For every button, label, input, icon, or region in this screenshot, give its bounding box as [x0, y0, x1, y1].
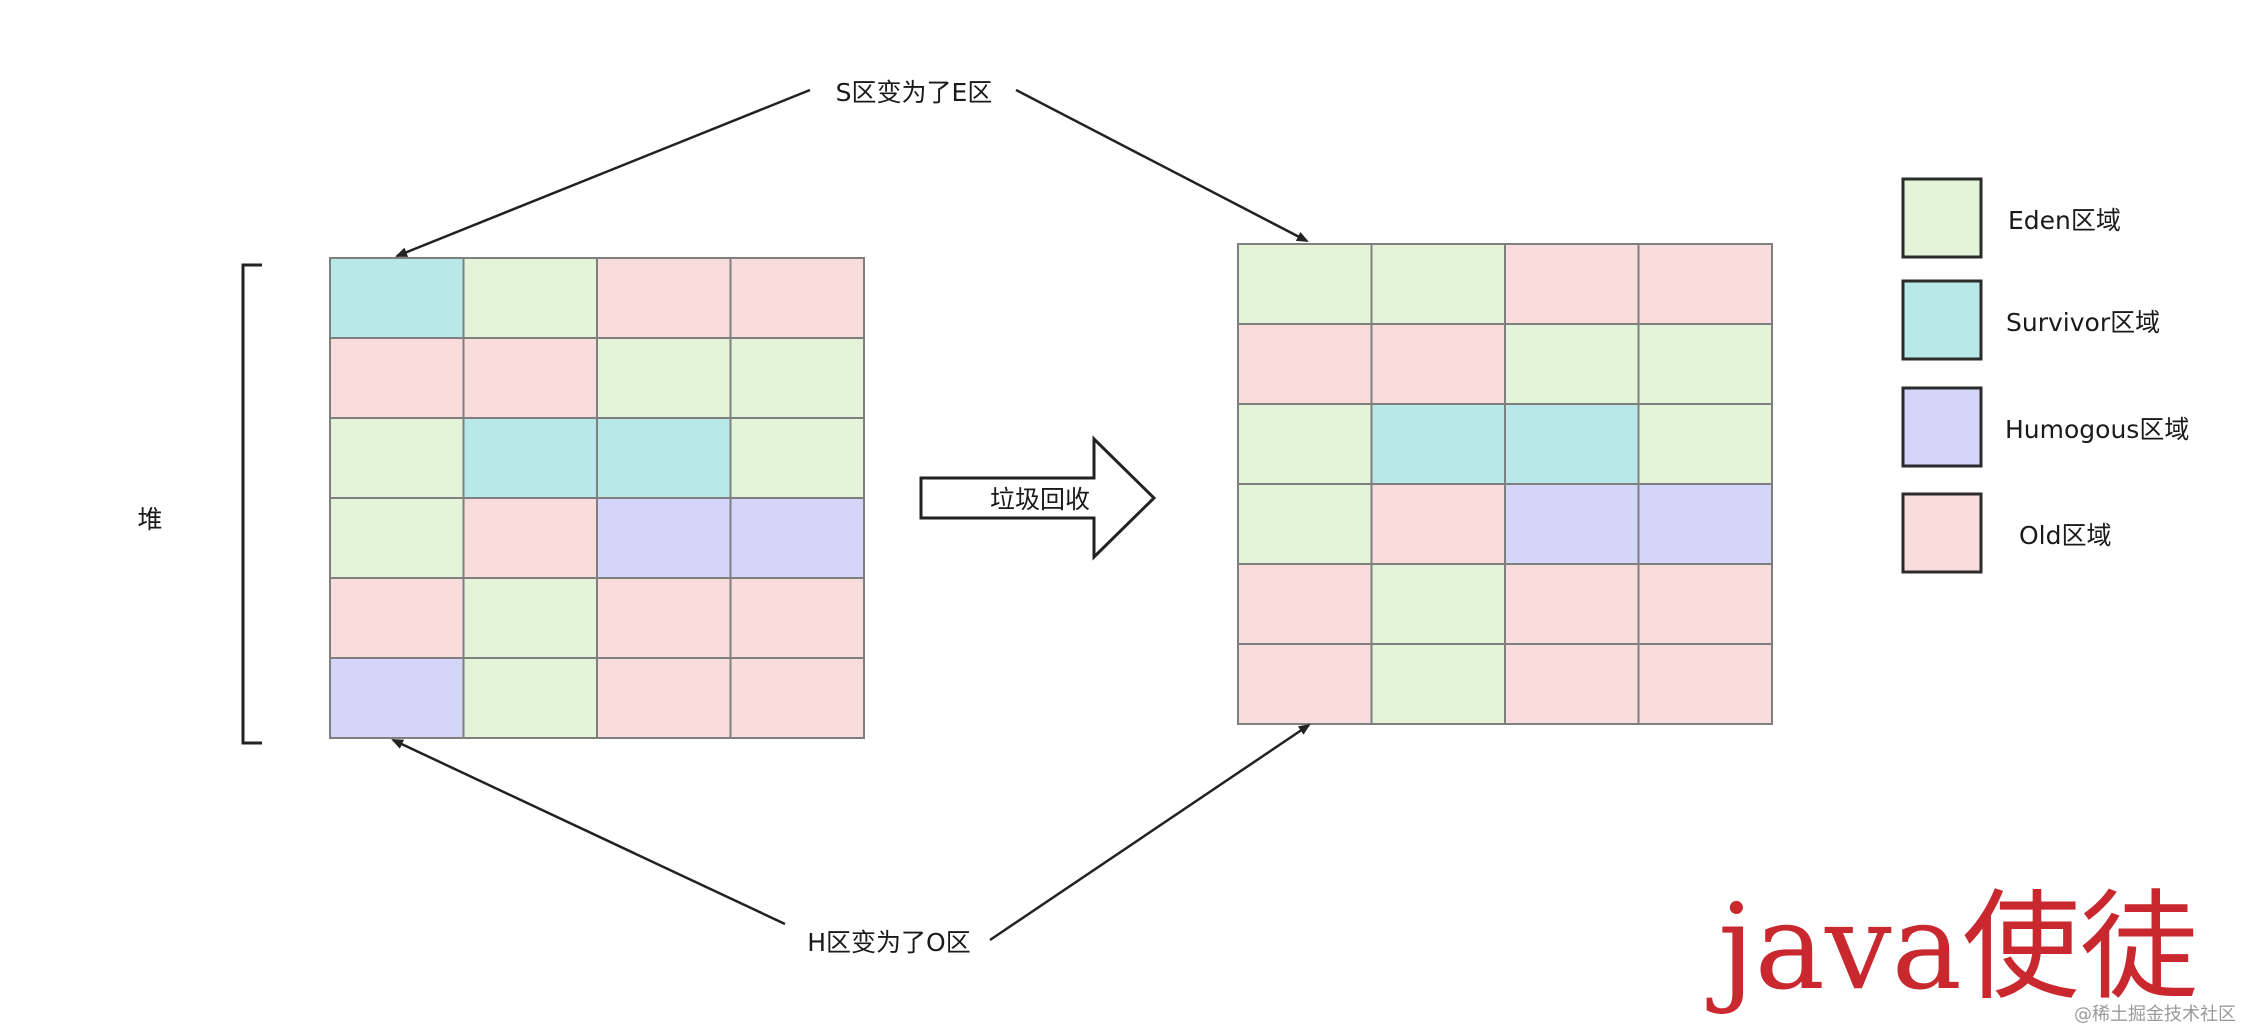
region-cell-old — [596, 657, 732, 739]
legend: Eden区域 Survivor区域 Humogous区域 Old区域 — [1901, 177, 2189, 574]
region-cell-eden — [1237, 403, 1373, 485]
region-cell-old — [1637, 563, 1773, 645]
watermark-main: java使徒 — [1706, 878, 2198, 1016]
gc-block-arrow — [919, 435, 1157, 561]
region-cell-eden — [462, 577, 598, 659]
legend-label-humongous: Humogous区域 — [2005, 415, 2189, 444]
region-cell-humongous — [1637, 483, 1773, 565]
region-cell-old — [596, 257, 732, 339]
region-cell-old — [1370, 323, 1506, 405]
region-cell-survivor — [1370, 403, 1506, 485]
annotation-bottom: H区变为了O区 — [807, 928, 970, 957]
region-cell-old — [1237, 643, 1373, 725]
region-cell-eden — [729, 417, 865, 499]
region-cell-survivor — [329, 257, 465, 339]
region-cell-old — [596, 577, 732, 659]
heap-label: 堆 — [137, 505, 162, 534]
region-cell-old — [1637, 243, 1773, 325]
region-cell-eden — [596, 337, 732, 419]
arrow-bottom-left — [391, 738, 786, 926]
region-cell-eden — [462, 257, 598, 339]
region-cell-humongous — [329, 657, 465, 739]
region-cell-humongous — [596, 497, 732, 579]
region-cell-survivor — [1504, 403, 1640, 485]
region-cell-old — [462, 337, 598, 419]
region-cell-eden — [1370, 243, 1506, 325]
region-cell-eden — [1637, 403, 1773, 485]
legend-swatch-old — [1901, 492, 1983, 574]
region-cell-old — [1370, 483, 1506, 565]
heap-grid-after — [1237, 243, 1773, 725]
region-cell-eden — [1237, 243, 1373, 325]
legend-label-old: Old区域 — [2019, 521, 2112, 550]
region-cell-eden — [1504, 323, 1640, 405]
legend-swatch-humongous — [1901, 386, 1983, 468]
region-cell-eden — [462, 657, 598, 739]
region-cell-old — [1504, 643, 1640, 725]
heap-bracket — [241, 263, 262, 745]
region-cell-eden — [1370, 643, 1506, 725]
region-cell-old — [329, 337, 465, 419]
region-cell-old — [1504, 243, 1640, 325]
region-cell-old — [729, 657, 865, 739]
gc-label: 垃圾回收 — [990, 485, 1090, 514]
arrow-bottom-right — [989, 723, 1311, 942]
region-cell-old — [329, 577, 465, 659]
region-cell-old — [729, 257, 865, 339]
region-cell-eden — [329, 497, 465, 579]
legend-label-survivor: Survivor区域 — [2006, 308, 2160, 337]
region-cell-old — [462, 497, 598, 579]
legend-swatch-survivor — [1901, 279, 1983, 361]
region-cell-old — [1237, 323, 1373, 405]
watermark-sub: @稀土掘金技术社区 — [2074, 1004, 2236, 1025]
region-cell-old — [729, 577, 865, 659]
region-cell-eden — [1370, 563, 1506, 645]
region-cell-survivor — [596, 417, 732, 499]
heap-grid-before — [329, 257, 865, 739]
annotation-top: S区变为了E区 — [836, 78, 993, 107]
region-cell-old — [1237, 563, 1373, 645]
legend-label-eden: Eden区域 — [2008, 206, 2121, 235]
region-cell-eden — [729, 337, 865, 419]
region-cell-eden — [1237, 483, 1373, 565]
region-cell-humongous — [729, 497, 865, 579]
legend-swatch-eden — [1901, 177, 1983, 259]
region-cell-old — [1637, 643, 1773, 725]
region-cell-survivor — [462, 417, 598, 499]
region-cell-eden — [329, 417, 465, 499]
arrow-top-right — [1015, 88, 1309, 243]
region-cell-old — [1504, 563, 1640, 645]
region-cell-humongous — [1504, 483, 1640, 565]
region-cell-eden — [1637, 323, 1773, 405]
arrow-top-left — [395, 88, 811, 258]
